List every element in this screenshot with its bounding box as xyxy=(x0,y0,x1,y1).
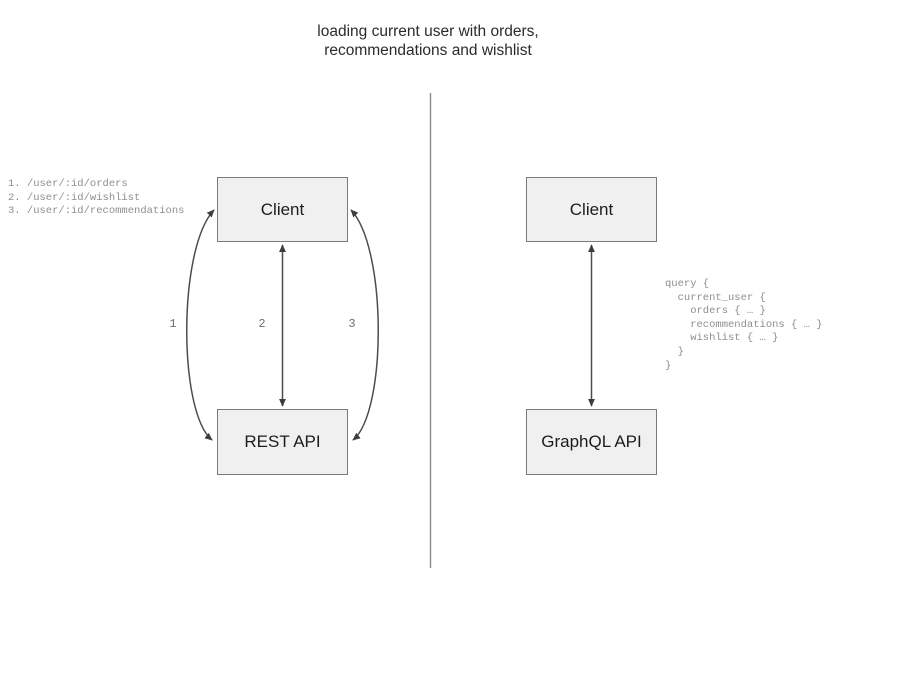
node-graphql-api[interactable]: GraphQL API xyxy=(526,409,657,475)
edge-label-3: 3 xyxy=(348,317,356,331)
graphql-query-block: query { current_user { orders { … } reco… xyxy=(665,278,823,372)
diagram-title: loading current user with orders, recomm… xyxy=(317,23,539,59)
edge-label-1: 1 xyxy=(169,317,177,331)
edge-request-3 xyxy=(350,209,379,441)
node-client-rest[interactable]: Client xyxy=(217,177,348,242)
node-client-graphql[interactable]: Client xyxy=(526,177,657,242)
edge-label-2: 2 xyxy=(258,317,266,331)
rest-endpoints-legend: 1. /user/:id/orders 2. /user/:id/wishlis… xyxy=(8,178,185,218)
node-rest-api[interactable]: REST API xyxy=(217,409,348,475)
edge-request-1 xyxy=(186,209,215,441)
